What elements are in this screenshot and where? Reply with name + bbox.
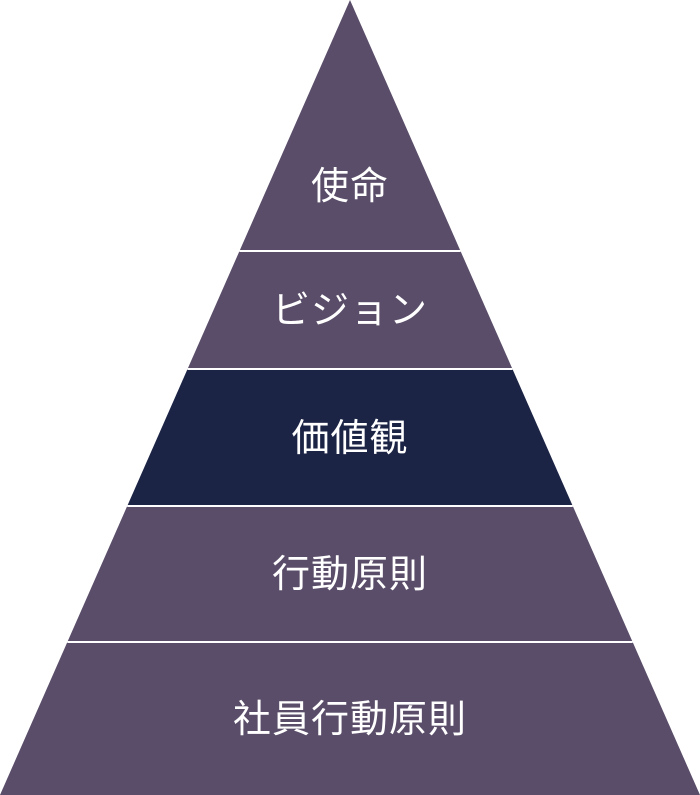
tier-label-action-principles: 行動原則 [271,552,428,596]
tier-label-vision: ビジョン [271,288,428,332]
tier-label-values: 価値観 [291,415,409,460]
tier-employee-action-principles [0,642,700,795]
tier-label-employee-action-principles: 社員行動原則 [232,696,467,741]
tier-mission [239,0,461,251]
tier-action-principles [67,506,633,642]
tier-vision [187,251,513,369]
tier-values [127,369,573,506]
tier-label-mission: 使命 [310,163,389,208]
